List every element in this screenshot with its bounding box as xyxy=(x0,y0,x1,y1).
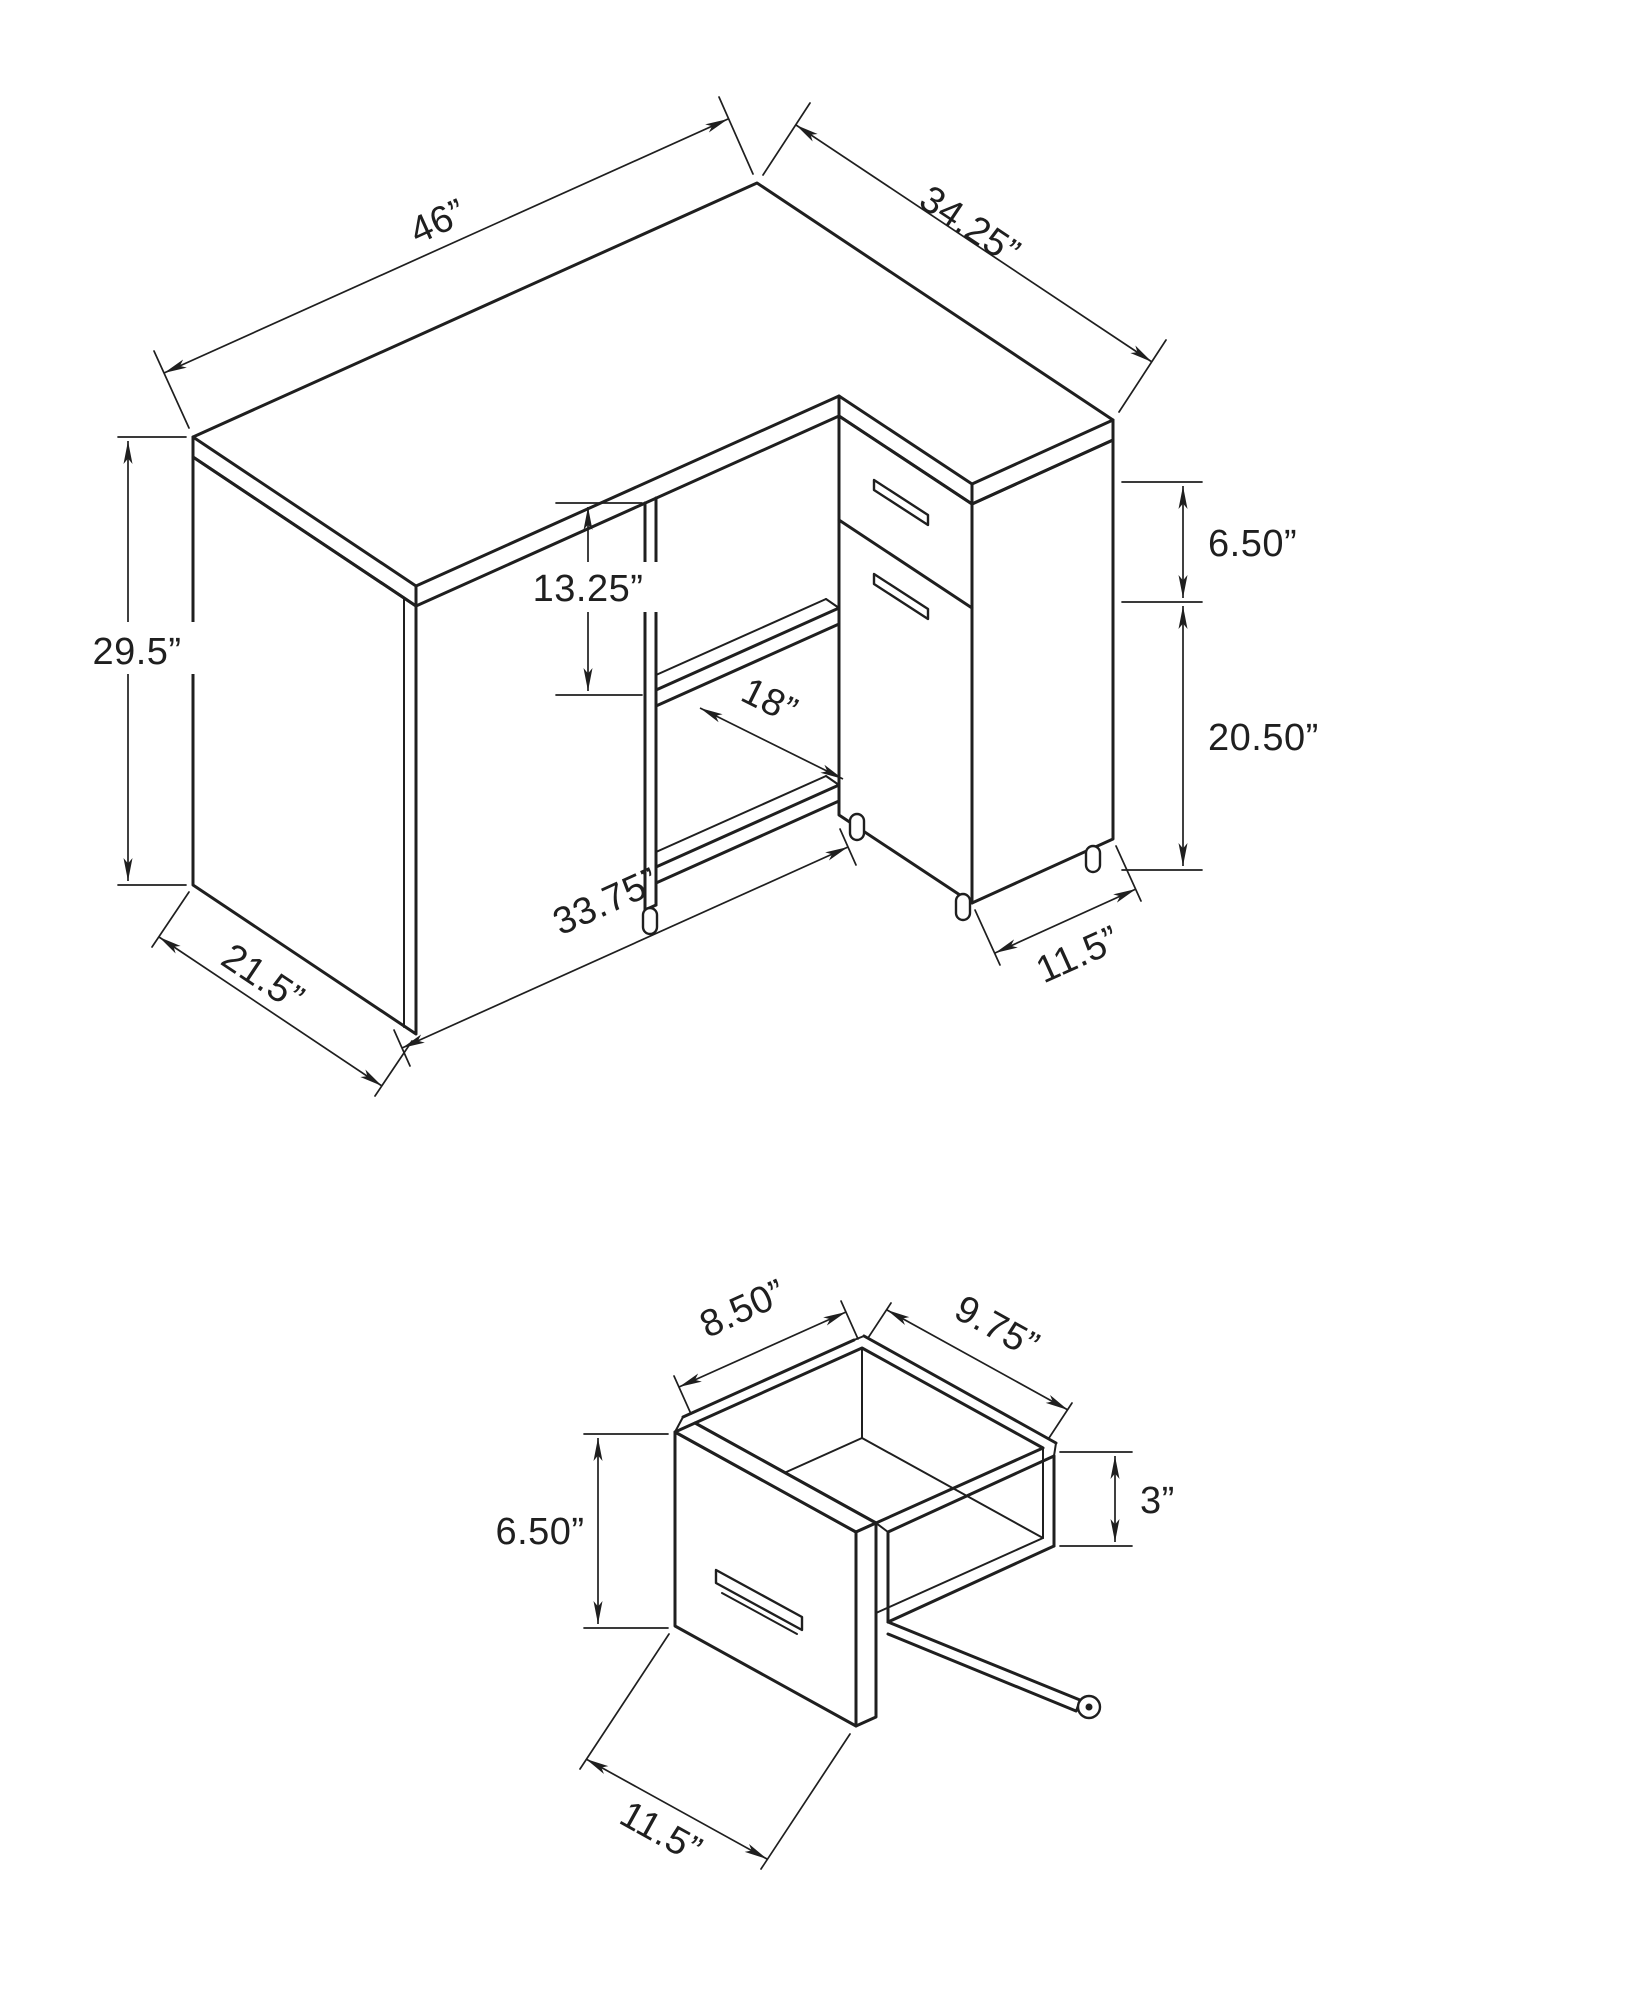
rim-corner xyxy=(674,1416,684,1433)
extension-line xyxy=(673,1375,692,1415)
bottom-shelf xyxy=(654,775,841,885)
label-mask xyxy=(518,562,658,612)
dimension-line xyxy=(678,1311,847,1388)
rail-top-edge xyxy=(886,1620,1082,1702)
dimension-line xyxy=(401,846,849,1049)
extension-line xyxy=(974,909,1001,966)
dimension-line xyxy=(994,888,1137,954)
extension-line xyxy=(867,1302,892,1339)
drawer-handle xyxy=(872,478,930,527)
middle-shelf-top-corner xyxy=(825,598,840,609)
dim-front-span: 33.75” xyxy=(393,828,857,1067)
drawer-front-handle xyxy=(714,1568,804,1632)
dim-top-depth: 34.25” xyxy=(762,102,1167,413)
dim-top-length: 46” xyxy=(153,96,754,429)
dim-overall-height-label: 29.5” xyxy=(92,631,181,673)
dim-top-length-label: 46” xyxy=(404,191,473,252)
extension-line xyxy=(579,1633,670,1770)
dim-opening-depth: 9.75” xyxy=(867,1288,1073,1439)
dim-side-height: 3” xyxy=(1059,1451,1175,1547)
extension-line xyxy=(718,96,754,175)
extension-line xyxy=(153,350,190,429)
dimension-line xyxy=(886,1309,1069,1411)
dimension-line xyxy=(585,1758,768,1860)
drawer-front-panel xyxy=(673,1421,878,1728)
extension-line xyxy=(1118,339,1167,413)
dim-shelf-depth: 18” xyxy=(699,670,844,780)
dim-front-width-label: 11.5” xyxy=(613,1793,709,1871)
extension-line xyxy=(840,1300,859,1340)
rail-roller-hub xyxy=(1085,1703,1093,1711)
middle-shelf-top-edge xyxy=(655,598,827,676)
desk-drawing: 46” 34.25” 29.5” 13.25” 6.50” xyxy=(80,96,1319,1097)
rim-corner xyxy=(853,1335,865,1341)
extension-line xyxy=(374,1040,413,1097)
extension-line xyxy=(760,1733,851,1870)
cabinet-side-face xyxy=(970,438,1115,905)
cabinet-foot xyxy=(848,812,866,842)
dim-shelf-opening-label: 13.25” xyxy=(533,568,644,610)
dim-cabinet-width: 11.5” xyxy=(974,845,1142,992)
divider-foot xyxy=(641,906,659,936)
extension-line xyxy=(1048,1402,1073,1439)
bottom-shelf-top-edge xyxy=(655,775,827,853)
dim-drawer-height: 6.50” xyxy=(495,1433,669,1629)
dim-opening-width-label: 8.50” xyxy=(694,1272,793,1347)
dim-side-panel-depth: 21.5” xyxy=(151,891,413,1097)
dim-side-panel-depth-label: 21.5” xyxy=(214,936,311,1020)
rim-outer-left xyxy=(681,1338,856,1419)
dim-top-depth-label: 34.25” xyxy=(912,178,1027,274)
dim-opening-depth-label: 9.75” xyxy=(948,1288,1046,1368)
dimension-line xyxy=(795,124,1153,363)
handle-accent xyxy=(721,1592,798,1635)
label-mask xyxy=(80,622,195,674)
left-side-panel xyxy=(191,455,418,1036)
left-side-panel-face xyxy=(191,455,418,1036)
cabinet-foot xyxy=(1084,844,1102,874)
storage-cabinet xyxy=(837,414,1115,922)
front-panel-end xyxy=(854,1521,878,1728)
dimension-line xyxy=(699,707,844,780)
extension-line xyxy=(1115,845,1142,902)
dim-drawer-height-label: 6.50” xyxy=(495,1511,584,1553)
rail-bottom-edge xyxy=(886,1632,1078,1713)
dim-cabinet-width-label: 11.5” xyxy=(1030,918,1126,992)
drawer-drawing: 8.50” 9.75” 6.50” 3” 11.5” xyxy=(495,1272,1174,1872)
rim-corner xyxy=(875,1522,889,1533)
drawer-door-divider xyxy=(837,518,974,610)
bottom-shelf-front xyxy=(654,783,841,885)
dim-door-height: 20.50” xyxy=(1121,606,1319,871)
dimension-line xyxy=(163,118,729,374)
rim-outer-right xyxy=(886,1454,1056,1534)
floor-edge xyxy=(875,1537,1044,1614)
dim-side-height-label: 3” xyxy=(1140,1480,1175,1522)
cabinet-foot xyxy=(954,892,972,922)
dim-shelf-depth-label: 18” xyxy=(735,670,804,733)
dim-drawer-front-height-label: 6.50” xyxy=(1208,523,1297,565)
rim-corner xyxy=(1053,1442,1057,1457)
extension-line xyxy=(762,102,811,176)
right-wall-bottom xyxy=(886,1544,1056,1624)
dim-drawer-front-height: 6.50” xyxy=(1121,481,1297,603)
drawer-slide-rail xyxy=(886,1620,1102,1720)
dim-shelf-opening-height: 13.25” xyxy=(518,502,658,696)
bottom-shelf-top-corner xyxy=(825,775,840,786)
dim-door-height-label: 20.50” xyxy=(1208,717,1319,759)
door-handle xyxy=(872,572,930,621)
extension-line xyxy=(151,891,190,948)
dim-overall-height: 29.5” xyxy=(80,436,195,886)
floor-edge xyxy=(861,1437,1044,1539)
dimension-line xyxy=(158,936,383,1087)
